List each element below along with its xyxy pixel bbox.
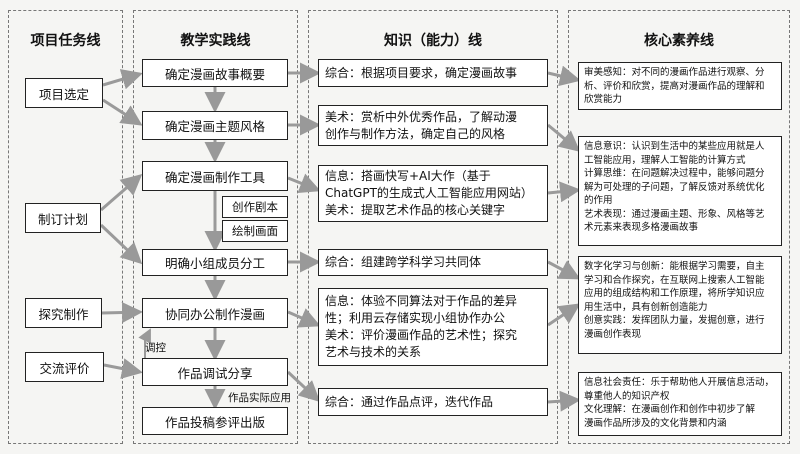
core-item-aesthetic: 审美感知：对不同的漫画作品进行观察、分 析、评价和欣赏，提高对漫画作品的理解和 …	[578, 62, 782, 110]
step-debug-share: 作品调试分享	[142, 358, 288, 386]
header-core: 核心素养线	[644, 33, 714, 49]
knowledge-item-3: 信息：搭画快写+AI大作（基于 ChatGPT的生成式人工智能应用网站） 美术：…	[318, 165, 548, 222]
knowledge-item-4: 综合：组建跨学科学习共同体	[318, 249, 548, 276]
core-item-social-responsibility: 信息社会责任：乐于帮助他人开展信息活动， 尊重他人的知识产权 文化理解：在漫画创…	[578, 372, 782, 436]
step-tools: 确定漫画制作工具	[142, 161, 288, 191]
core-item-info-awareness: 信息意识：认识到生活中的某些应用就是人 工智能应用，理解人工智能的计算方式 计算…	[578, 136, 782, 246]
step-collaborative-office: 协同办公制作漫画	[142, 298, 288, 328]
knowledge-item-2: 美术：赏析中外优秀作品，了解动漫 创作与制作方法，确定自己的风格	[318, 105, 548, 146]
task-explore-produce: 探究制作	[25, 298, 102, 328]
project-column	[8, 10, 123, 444]
core-column	[568, 10, 790, 444]
step-theme-style: 确定漫画主题风格	[142, 111, 288, 140]
label-practical-application: 作品实际应用	[228, 392, 291, 404]
task-make-plan: 制订计划	[25, 203, 101, 233]
knowledge-item-5: 信息：体验不同算法对于作品的差异 性；利用云存储实现小组协作办公 美术：评价漫画…	[318, 288, 548, 366]
task-exchange-evaluate: 交流评价	[25, 352, 104, 382]
teaching-column	[133, 10, 298, 444]
knowledge-item-1: 综合：根据项目要求，确定漫画故事	[318, 59, 548, 87]
task-project-selection: 项目选定	[25, 78, 103, 108]
core-item-digital-learning: 数字化学习与创新：能根据学习需要，自主 学习和合作探究，在互联网上搜索人工智能 …	[578, 256, 782, 354]
header-knowledge: 知识（能力）线	[384, 33, 482, 49]
substep-script: 创作剧本	[222, 196, 288, 218]
header-project: 项目任务线	[30, 33, 101, 49]
label-adjust: 调控	[145, 342, 166, 354]
step-story-outline: 确定漫画故事概要	[142, 59, 288, 87]
substep-draw: 绘制画面	[222, 220, 288, 242]
header-teaching: 教学实践线	[180, 33, 251, 49]
step-submit-publish: 作品投稿参评出版	[142, 407, 288, 435]
step-team-roles: 明确小组成员分工	[142, 249, 288, 276]
knowledge-column	[308, 10, 558, 444]
knowledge-item-6: 综合：通过作品点评，迭代作品	[318, 388, 548, 416]
